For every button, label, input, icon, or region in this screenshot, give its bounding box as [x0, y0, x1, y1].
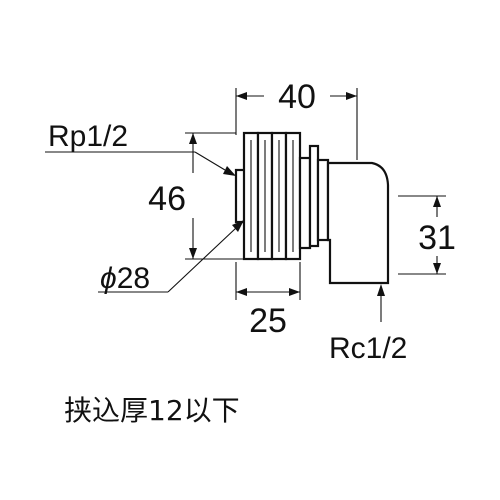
diameter-symbol: ϕ — [100, 262, 117, 295]
clamp-thickness-note: 挟込厚12以下 — [64, 394, 240, 427]
dimension-31-label: 31 — [418, 219, 456, 257]
dimension-46-label: 46 — [148, 180, 186, 218]
fitting-body — [234, 131, 390, 285]
diameter-value: 28 — [117, 262, 150, 295]
diameter-label: ϕ28 — [100, 262, 150, 295]
dimension-25: 25 — [235, 262, 301, 340]
diameter-callout: ϕ28 — [98, 220, 244, 295]
dimension-31: 31 — [398, 195, 456, 275]
dimension-46: 46 — [148, 132, 244, 260]
rc-thread-label: Rc1/2 — [329, 332, 407, 365]
dimension-40: 40 — [235, 78, 358, 160]
dimension-25-label: 25 — [249, 302, 287, 340]
washer — [316, 158, 330, 242]
flange — [308, 144, 320, 248]
rc-thread-callout: Rc1/2 — [329, 284, 407, 365]
rp-thread-callout: Rp1/2 — [45, 120, 236, 176]
neck — [298, 156, 312, 250]
elbow — [326, 161, 390, 285]
rp-thread-label: Rp1/2 — [48, 120, 128, 153]
dimension-40-label: 40 — [278, 78, 316, 116]
